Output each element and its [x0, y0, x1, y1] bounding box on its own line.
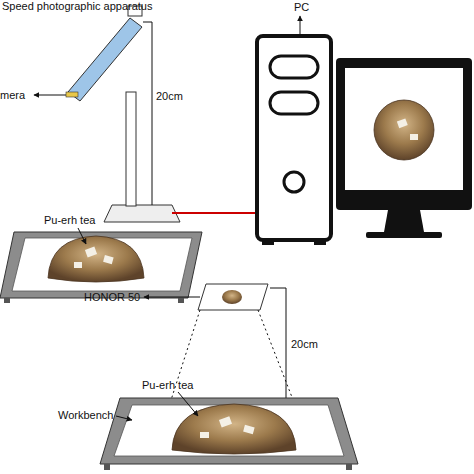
dimension-label: 20cm — [156, 90, 183, 103]
pc-label: PC — [294, 1, 309, 14]
phone-label: HONOR 50 — [84, 291, 140, 304]
sample-label: Pu-erh tea — [44, 214, 95, 227]
photographic-stand — [34, 6, 180, 222]
workbench-top — [0, 232, 202, 303]
pc-tower — [257, 16, 331, 245]
sample-label: Pu-erh tea — [142, 379, 193, 392]
monitor — [336, 58, 472, 238]
dimension-label: 20cm — [291, 338, 318, 351]
apparatus-label: Speed photographic apparatus — [2, 0, 152, 13]
usb-cable — [172, 212, 257, 214]
tea-cake-top — [48, 236, 144, 282]
leader-arrow — [78, 228, 86, 244]
workbench-bottom — [100, 392, 358, 470]
workbench-label: Workbench — [58, 409, 113, 422]
camera-label: mera — [0, 89, 25, 102]
